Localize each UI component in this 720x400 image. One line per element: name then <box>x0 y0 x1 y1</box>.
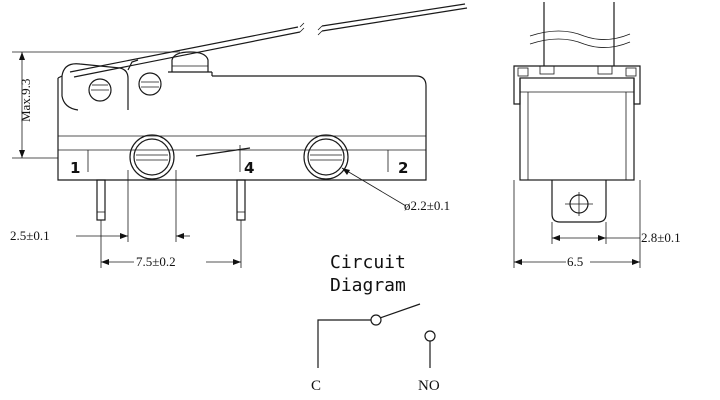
hole-diameter-leader: ø2.2±0.1 <box>341 167 450 213</box>
body-width-dimension: 6.5 <box>513 180 641 269</box>
terminal-width-label: 2.8±0.1 <box>641 230 681 245</box>
lever-hinge <box>61 59 162 111</box>
plunger <box>168 51 212 73</box>
circuit-title-line2: Diagram <box>330 275 406 296</box>
terminal-width-dimension: 2.8±0.1 <box>551 222 681 245</box>
pin-pitch-label: 7.5±0.2 <box>136 254 176 269</box>
hole-diameter-label: ø2.2±0.1 <box>404 198 450 213</box>
circuit-diagram: Circuit Diagram C NO <box>311 252 440 394</box>
side-cap <box>513 65 641 105</box>
terminal-1-label: 1 <box>70 159 80 177</box>
no-terminal-label: NO <box>418 378 440 394</box>
actuator-lever <box>69 3 468 78</box>
terminal-4-label: 4 <box>244 159 254 177</box>
pins <box>96 179 246 221</box>
terminal-2-label: 2 <box>398 159 408 177</box>
max-height-label: Max.9.3 <box>18 79 33 122</box>
common-terminal-label: C <box>311 378 321 394</box>
mounting-holes <box>129 134 349 180</box>
front-view: 1 4 2 Max.9.3 2.5±0.1 <box>10 3 468 269</box>
body-width-label: 6.5 <box>567 254 583 269</box>
pin-width-label: 2.5±0.1 <box>10 228 50 243</box>
housing <box>57 72 427 181</box>
pin-pitch-dimension: 7.5±0.2 <box>100 220 242 269</box>
side-terminal <box>551 180 607 223</box>
circuit-title-line1: Circuit <box>330 252 406 273</box>
side-body <box>519 77 635 181</box>
pin-width-dimension: 2.5±0.1 <box>10 170 190 243</box>
side-lever <box>529 2 631 66</box>
max-height-dimension: Max.9.3 <box>12 51 180 159</box>
side-view: 2.8±0.1 6.5 <box>513 2 681 269</box>
